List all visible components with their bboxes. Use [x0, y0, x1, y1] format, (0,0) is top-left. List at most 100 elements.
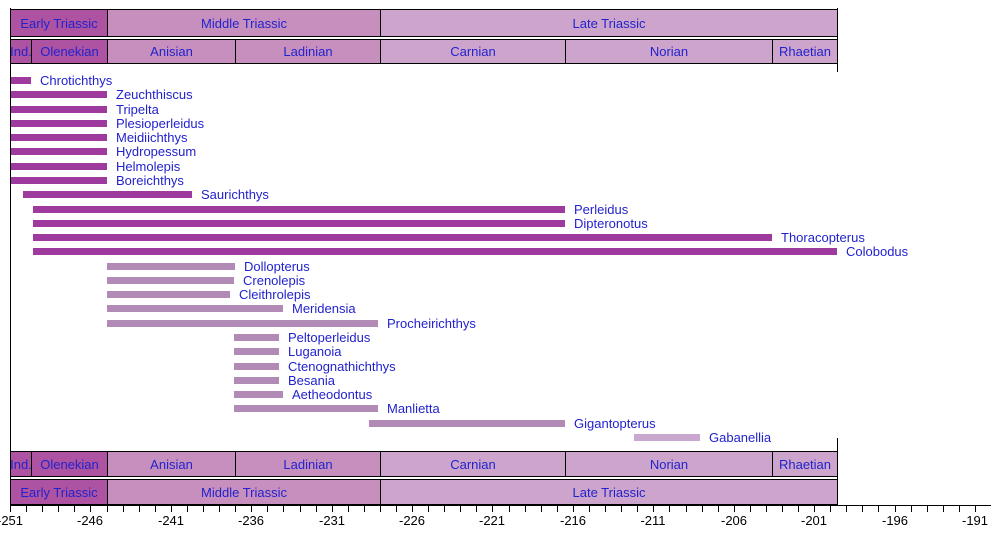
stage-cell-rhaetian: Rhaetian	[772, 451, 838, 477]
axis-tick	[316, 506, 317, 512]
axis-tick	[444, 506, 445, 512]
taxon-label: Besania	[288, 373, 335, 388]
axis-tick	[750, 506, 751, 512]
taxon-label: Procheirichthys	[387, 316, 476, 331]
axis-tick	[235, 506, 236, 512]
axis-tick	[718, 506, 719, 512]
axis-tick	[541, 506, 542, 512]
axis-tick	[123, 506, 124, 512]
axis-tick	[637, 506, 638, 512]
axis-tick	[766, 506, 767, 512]
taxon-bar	[107, 277, 234, 284]
axis-tick	[332, 506, 333, 512]
axis-tick	[573, 506, 574, 512]
axis-tick	[267, 506, 268, 512]
taxon-bar	[369, 420, 565, 427]
epoch-cell-middletriassic: Middle Triassic	[107, 479, 381, 505]
axis-tick-label: -206	[720, 513, 748, 528]
timescale-label: Olenekian	[40, 456, 99, 472]
taxon-label: Helmolepis	[116, 159, 181, 174]
taxon-bar	[107, 263, 235, 270]
taxon-label: Peltoperleidus	[288, 330, 371, 345]
axis-tick-label: -216	[559, 513, 587, 528]
axis-tick	[927, 506, 928, 512]
timescale-label: Late Triassic	[572, 15, 646, 31]
axis-tick	[525, 506, 526, 512]
epoch-cell-latetriassic: Late Triassic	[380, 479, 838, 505]
taxon-bar	[10, 91, 107, 98]
taxon-label: Chrotichthys	[40, 73, 113, 88]
axis-tick-label: -251	[0, 513, 24, 528]
epoch-cell-earlytriassic: Early Triassic	[10, 479, 108, 505]
taxon-label: Perleidus	[574, 202, 629, 217]
taxon-bar	[234, 405, 378, 412]
axis-tick	[460, 506, 461, 512]
axis-tick	[975, 506, 976, 512]
timescale-label: Middle Triassic	[201, 15, 287, 31]
axis-tick	[10, 506, 11, 512]
stage-cell-ind: Ind.	[10, 39, 32, 64]
axis-tick	[348, 506, 349, 512]
timescale-label: Early Triassic	[20, 484, 98, 500]
stage-cell-carnian: Carnian	[380, 451, 566, 477]
timescale-label: Rhaetian	[778, 456, 832, 472]
timescale-label: Middle Triassic	[201, 484, 287, 500]
timescale-label: Ind.	[10, 44, 32, 59]
taxon-bar	[107, 305, 283, 312]
axis-tick	[830, 506, 831, 512]
axis-tick-label: -236	[237, 513, 265, 528]
taxon-label: Meridensia	[292, 301, 356, 316]
taxon-label: Colobodus	[846, 244, 909, 259]
taxon-label: Aetheodontus	[292, 387, 373, 402]
taxon-bar	[33, 206, 565, 213]
axis-tick	[300, 506, 301, 512]
stage-cell-norian: Norian	[565, 451, 773, 477]
axis-tick	[251, 506, 252, 512]
axis-tick	[283, 506, 284, 512]
axis-tick-label: -226	[398, 513, 426, 528]
taxon-bar	[23, 191, 192, 198]
axis-tick	[428, 506, 429, 512]
taxon-label: Manlietta	[387, 401, 440, 416]
axis-tick	[139, 506, 140, 512]
axis-tick	[911, 506, 912, 512]
axis-tick	[364, 506, 365, 512]
axis-tick-label: -201	[800, 513, 828, 528]
axis-tick-label: -246	[76, 513, 104, 528]
axis-tick	[734, 506, 735, 512]
plot-frame-right-bottom	[837, 438, 838, 505]
axis-tick-label: -231	[318, 513, 346, 528]
axis-tick-label: -196	[881, 513, 909, 528]
stage-cell-anisian: Anisian	[107, 39, 236, 64]
axis-tick	[187, 506, 188, 512]
taxon-bar	[10, 148, 107, 155]
axis-tick	[686, 506, 687, 512]
taxon-label: Dipteronotus	[574, 216, 648, 231]
taxon-bar	[10, 163, 107, 170]
taxon-label: Zeuchthiscus	[116, 87, 193, 102]
taxon-label: Ctenognathichthys	[288, 359, 396, 374]
taxon-label: Saurichthys	[201, 187, 269, 202]
timescale-label: Norian	[649, 44, 689, 59]
timescale-label: Rhaetian	[778, 44, 832, 59]
taxon-label: Plesioperleidus	[116, 116, 205, 131]
stage-cell-anisian: Anisian	[107, 451, 236, 477]
taxon-bar	[33, 248, 837, 255]
taxon-bar	[234, 377, 279, 384]
axis-tick	[782, 506, 783, 512]
taxon-bar	[10, 77, 31, 84]
taxon-bar	[10, 134, 107, 141]
taxon-bar	[107, 320, 378, 327]
taxon-label: Gabanellia	[709, 430, 772, 445]
axis-tick	[959, 506, 960, 512]
stage-cell-rhaetian: Rhaetian	[772, 39, 838, 64]
taxon-label: Luganoia	[288, 344, 342, 359]
taxon-bar	[107, 291, 230, 298]
taxon-bar	[634, 434, 700, 441]
axis-tick	[42, 506, 43, 512]
stage-cell-olenekian: Olenekian	[31, 39, 108, 64]
axis-tick	[878, 506, 879, 512]
axis-line	[10, 505, 991, 506]
taxon-label: Thoracopterus	[781, 230, 865, 245]
